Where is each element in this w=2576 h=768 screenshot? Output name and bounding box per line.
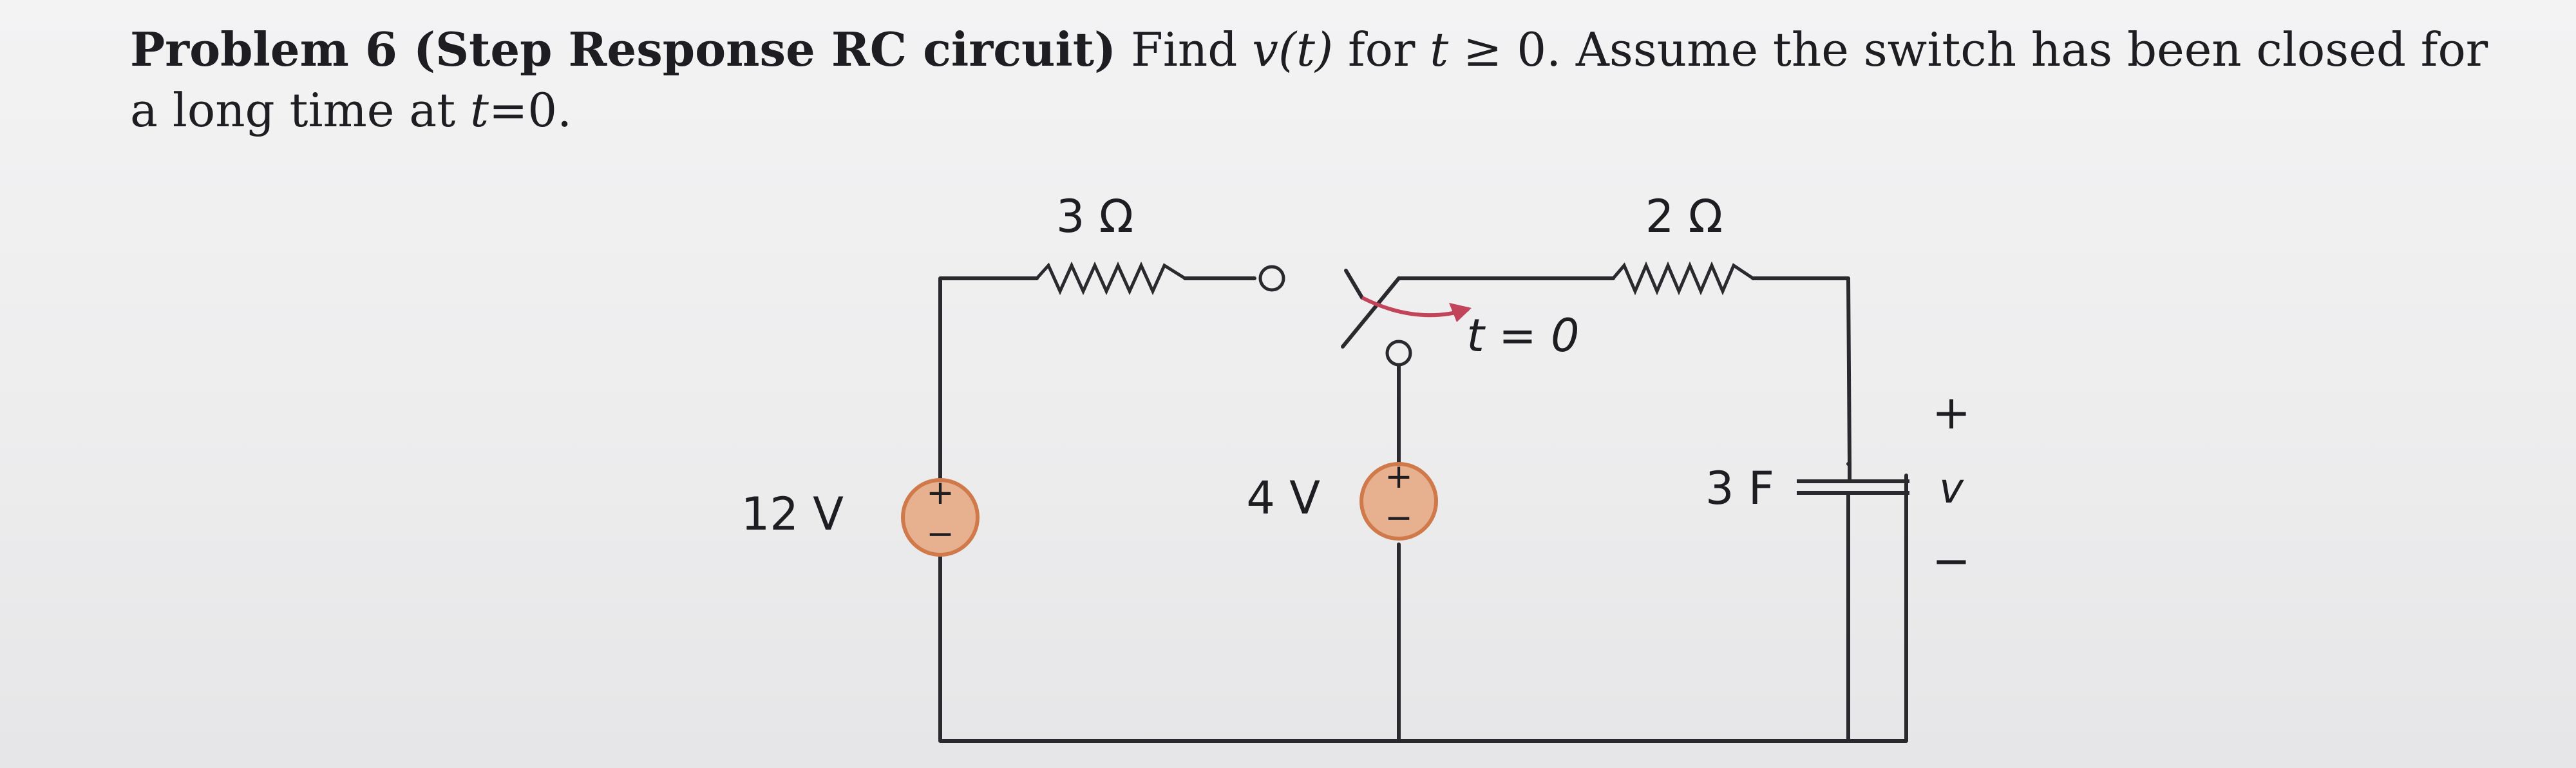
for-text: for [1333, 23, 1430, 77]
source1-minus-sign: − [926, 515, 954, 553]
voltage-source-4v: + − [1359, 457, 1438, 541]
v-of-t: v(t) [1252, 23, 1334, 77]
source1-label: 12 V [741, 488, 844, 541]
voltage-minus-sign: − [1932, 533, 1971, 588]
capacitor-3f [1797, 462, 1909, 743]
source2-plus-sign: + [1385, 457, 1413, 496]
switch-terminal-top [1258, 265, 1285, 292]
t-zero-variable: t [470, 83, 489, 137]
switch-arrow-head [1449, 303, 1472, 322]
resistor-2ohm-label: 2 Ω [1645, 190, 1723, 243]
switch [1258, 265, 1472, 367]
voltage-plus-sign: + [1932, 385, 1971, 439]
source2-label: 4 V [1246, 472, 1320, 524]
voltage-v-label: v [1939, 465, 1964, 513]
resistor-2ohm [1611, 261, 1755, 296]
t-zero-equals: =0. [488, 83, 572, 137]
voltage-source-12v: + − [901, 474, 980, 557]
problem-heading: Problem 6 (Step Response RC circuit) [130, 22, 1117, 77]
problem-rest: . Assume the switch has been closed for … [130, 23, 2488, 137]
capacitor-label: 3 F [1705, 462, 1774, 515]
source2-minus-sign: − [1385, 499, 1413, 537]
switch-terminal-bottom [1385, 340, 1412, 367]
switch-label: t = 0 [1466, 309, 1579, 362]
condition: ≥ 0 [1448, 23, 1547, 77]
t-variable: t [1430, 23, 1449, 77]
problem-prefix: Find [1116, 23, 1253, 77]
resistor-3ohm-label: 3 Ω [1056, 190, 1133, 243]
resistor-3ohm [1035, 261, 1187, 296]
source1-plus-sign: + [926, 474, 954, 512]
problem-statement: Problem 6 (Step Response RC circuit) Fin… [130, 19, 2513, 140]
